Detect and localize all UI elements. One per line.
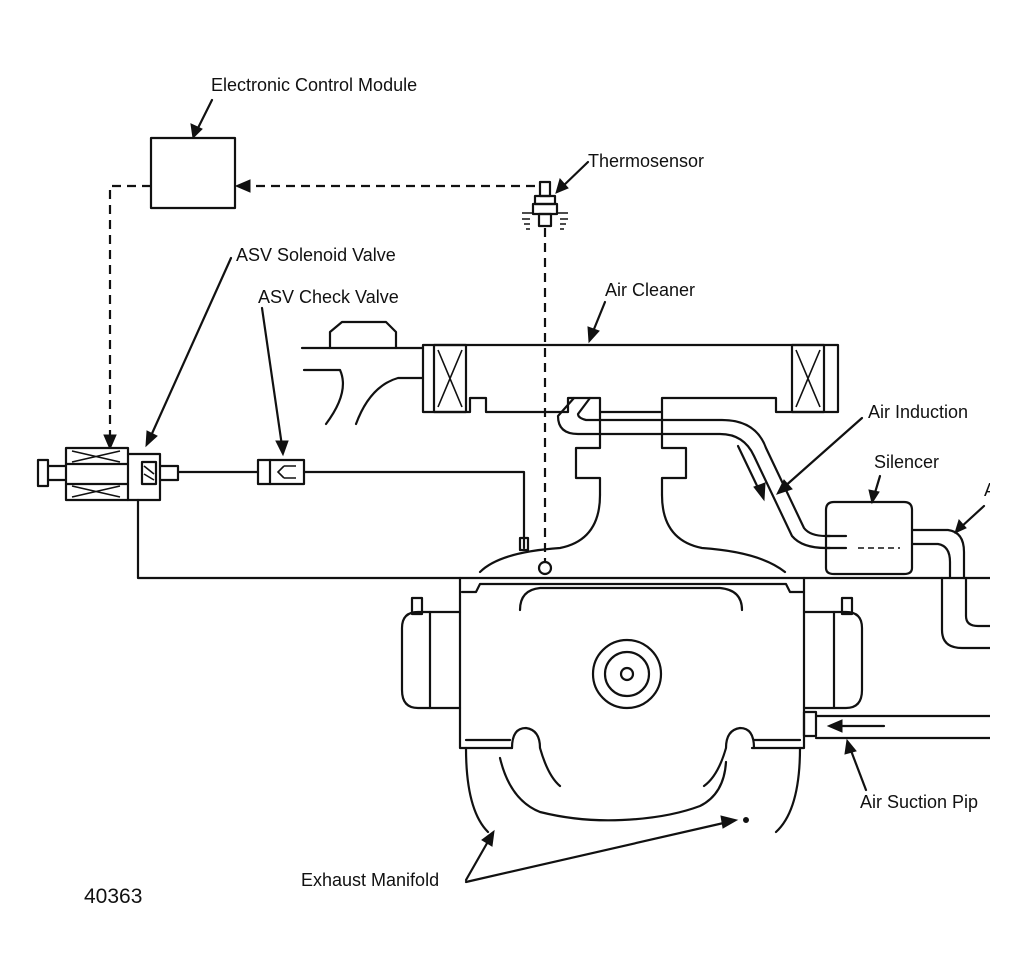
air-cleaner (300, 320, 840, 426)
air-induction-leader (781, 416, 864, 490)
silencer-leader-arrowhead (868, 489, 880, 505)
air-cleaner-leader-arrowhead (587, 326, 600, 344)
thermosensor-label: Thermosensor (588, 151, 704, 171)
solenoid-vacuum-line (136, 498, 990, 580)
ecm-box (149, 136, 237, 210)
asv-check-label: ASV Check Valve (258, 287, 399, 307)
air-suction-leader-arrowhead (844, 738, 857, 755)
thermosensor-leader-arrowhead (555, 177, 569, 194)
exhaust-leader-left (464, 836, 492, 882)
engine-block (400, 576, 864, 750)
air-induction-pipe (556, 396, 832, 550)
asv-check-leader (260, 306, 284, 448)
cut-off-leader (958, 504, 986, 530)
silencer-label: Silencer (874, 452, 939, 472)
ecm-leader-arrowhead (190, 123, 203, 140)
cut-off-leader-arrowhead (954, 518, 967, 534)
thermosensor-tip (537, 560, 553, 576)
exhaust-leader-right-arrowhead (720, 815, 739, 829)
exhaust-manifold-label: Exhaust Manifold (301, 870, 439, 890)
asv-check-leader-arrowhead (275, 440, 289, 457)
ecm-to-solenoid-signal-line (108, 184, 151, 440)
asv-solenoid-leader-arrowhead (145, 430, 158, 448)
asv-solenoid-leader (148, 256, 233, 440)
ecm-leader (194, 98, 214, 134)
asv-solenoid-label: ASV Solenoid Valve (236, 245, 396, 265)
solenoid-input-arrowhead (103, 434, 117, 451)
air-suction-leader (848, 746, 868, 792)
figure-number: 40363 (84, 885, 142, 908)
air-induction-leader-arrowhead (776, 479, 793, 495)
ecm-label: Electronic Control Module (211, 75, 417, 95)
thermosensor (522, 180, 568, 230)
intake-nipple (518, 536, 530, 552)
exhaust-leader-left-arrowhead (481, 829, 495, 847)
check-to-intake-hose (302, 470, 526, 550)
air-suction-pipe (814, 714, 990, 740)
air-cleaner-label: Air Cleaner (605, 280, 695, 300)
air-induction-label: Air Induction (868, 402, 968, 422)
exhaust-manifold (464, 726, 802, 834)
silencer (824, 500, 990, 650)
asv-check-valve (256, 458, 306, 486)
cut-off-label-fragment: A (984, 480, 996, 500)
ecm-input-arrowhead (234, 179, 251, 193)
air-cleaner-leader (590, 300, 607, 336)
intake-throat (478, 410, 787, 574)
asv-solenoid-valve (36, 446, 180, 502)
thermosensor-leader (559, 160, 590, 190)
air-suction-label: Air Suction Pip (860, 792, 978, 812)
exhaust-leader-right (464, 820, 730, 884)
